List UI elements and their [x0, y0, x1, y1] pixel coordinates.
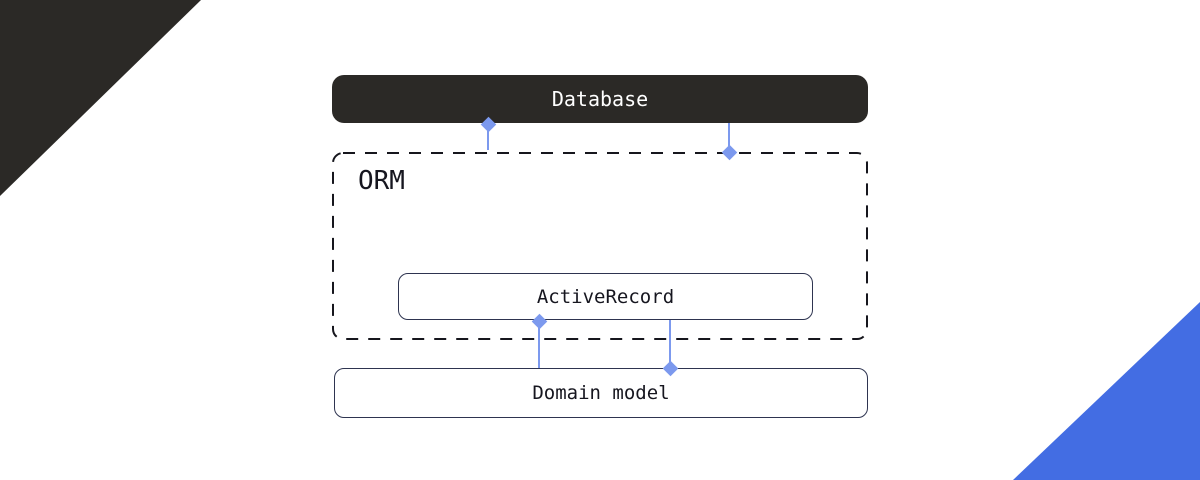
connector-activerecord-domain-right	[669, 320, 671, 368]
node-database-label: Database	[551, 87, 649, 111]
group-orm: ORM	[332, 152, 868, 340]
node-active-record: ActiveRecord	[398, 273, 813, 320]
corner-triangle-blue	[1013, 302, 1200, 480]
connector-database-orm-right	[728, 123, 730, 152]
node-domain-model: Domain model	[334, 368, 868, 418]
node-database: Database	[332, 75, 868, 123]
group-orm-label: ORM	[358, 166, 405, 196]
connector-database-orm-left	[487, 124, 489, 150]
node-domain-model-label: Domain model	[532, 382, 670, 404]
connector-activerecord-domain-left	[538, 321, 540, 368]
orm-dashed-border	[332, 152, 868, 340]
corner-triangle-dark	[0, 0, 201, 196]
node-active-record-label: ActiveRecord	[536, 285, 675, 308]
